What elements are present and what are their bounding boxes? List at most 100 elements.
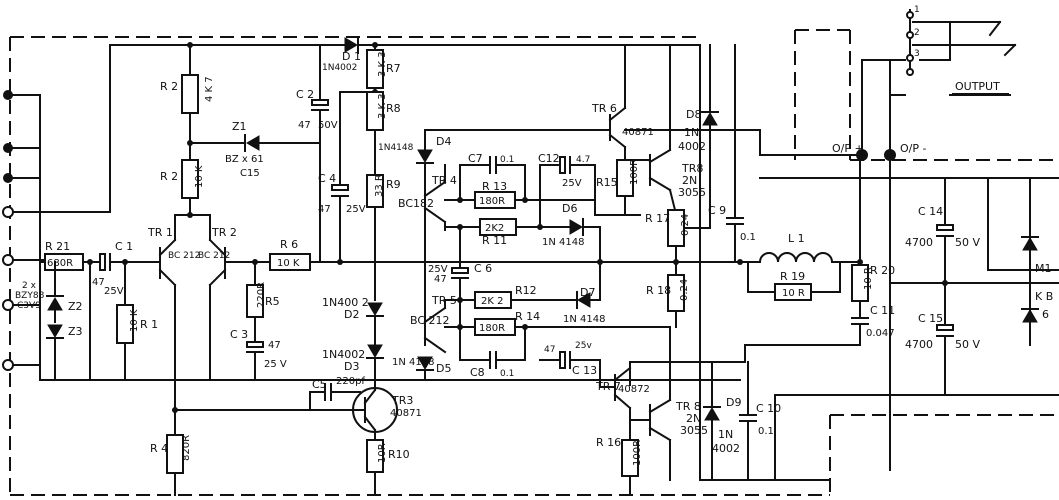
label-c11-value: 0.047 xyxy=(866,328,895,339)
label-d4: D4 xyxy=(436,135,451,148)
label-tr3: TR3 xyxy=(391,394,413,407)
label-r13-value: 180R xyxy=(479,196,505,207)
label-c10-value: 0.1 xyxy=(758,426,774,437)
label-c10: C 10 xyxy=(756,402,781,415)
zener-z1 xyxy=(189,134,321,152)
label-c15-value: 4700 xyxy=(905,338,933,351)
label-c2-value: 47 xyxy=(298,120,311,131)
label-pin-2: 2 xyxy=(914,28,920,38)
label-c14-voltage: 50 V xyxy=(955,236,980,249)
label-c4-voltage: 25V xyxy=(346,204,366,215)
label-r12-value: 2K 2 xyxy=(481,296,503,307)
label-c8: C8 xyxy=(470,366,485,379)
label-c5-value: 220pf xyxy=(336,376,365,387)
label-r11-value: 2K2 xyxy=(485,223,504,234)
transistor-tr8a xyxy=(648,44,677,212)
label-r2a: R 2 xyxy=(160,80,178,93)
label-c11: C 11 xyxy=(870,304,895,317)
label-c14-value: 4700 xyxy=(905,236,933,249)
label-d7-type: 1N 4148 xyxy=(563,314,605,325)
label-r7-value: 3 K 3 xyxy=(377,51,388,77)
label-tr2-type: BC 212 xyxy=(198,251,230,261)
label-c2-voltage: 50V xyxy=(318,120,338,131)
label-r4-value: 820R xyxy=(181,435,192,461)
diode-d6 xyxy=(569,218,601,236)
label-d2-type: 1N400 2 xyxy=(322,296,369,309)
label-tr6: TR 6 xyxy=(591,102,617,115)
lower-rail xyxy=(629,344,1059,481)
label-op-minus: O/P - xyxy=(900,142,926,155)
label-z1: Z1 xyxy=(232,120,247,133)
label-c13-voltage: 25v xyxy=(575,341,592,351)
capacitor-c9 xyxy=(726,44,744,265)
label-r20: R 20 xyxy=(870,264,895,277)
label-tr1-type: BC 212 xyxy=(168,251,200,261)
board-outline xyxy=(9,29,1055,496)
label-c1: C 1 xyxy=(115,240,133,253)
transistor-tr5 xyxy=(423,299,447,354)
capacitor-c6 xyxy=(451,226,469,326)
transistor-tr8b xyxy=(648,326,672,481)
label-r2b-value: 10 K xyxy=(194,165,205,188)
label-c4: C 4 xyxy=(318,172,336,185)
resistor-r19 xyxy=(747,261,841,301)
label-r17-value: 0.24 xyxy=(680,214,691,236)
resistor-r2b xyxy=(174,159,211,218)
label-r15-value: 100R xyxy=(629,159,640,185)
diode-d5 xyxy=(416,356,434,381)
label-d3-type: 1N4002 xyxy=(322,348,365,361)
label-r21-value: 680R xyxy=(47,258,73,269)
label-r2b: R 2 xyxy=(160,170,178,183)
label-tr4: TR 4 xyxy=(431,174,457,187)
label-c1-value: 47 xyxy=(92,277,105,288)
label-r19-value: 10 R xyxy=(782,288,805,299)
label-tr1: TR 1 xyxy=(147,226,173,239)
label-c2: C 2 xyxy=(296,88,314,101)
label-tr5: TR 5 xyxy=(431,294,457,307)
label-c6: C 6 xyxy=(474,262,492,275)
capacitor-c13 xyxy=(539,351,601,369)
resistor-r8 xyxy=(366,91,384,176)
label-r16: R 16 xyxy=(596,436,621,449)
resistor-r20 xyxy=(744,154,869,346)
label-r13: R 13 xyxy=(482,180,507,193)
zener-z2-z3 xyxy=(46,261,91,381)
resistor-r16 xyxy=(621,419,651,496)
resistor-r17 xyxy=(667,209,685,276)
label-tr7-type: 40872 xyxy=(618,384,650,395)
label-c4-value: 47 xyxy=(318,204,331,215)
capacitor-c5 xyxy=(309,383,361,411)
label-c9: C 9 xyxy=(708,204,726,217)
label-tr8a-type: 2N xyxy=(682,174,697,187)
transistor-tr3 xyxy=(349,379,398,441)
label-l1: L 1 xyxy=(788,232,805,245)
label-tr2: TR 2 xyxy=(211,226,237,239)
rectifier-edge xyxy=(987,177,1059,346)
label-d7: D7 xyxy=(580,286,595,299)
label-r1-value: 10 K xyxy=(129,309,140,332)
capacitor-c1 xyxy=(99,253,131,271)
label-op-plus: O/P + xyxy=(832,142,864,155)
capacitor-c3 xyxy=(246,341,264,381)
label-d6: D6 xyxy=(562,202,577,215)
label-r9: R9 xyxy=(386,178,401,191)
label-r18-value: 0.24 xyxy=(679,279,690,301)
resistor-r13 xyxy=(444,191,596,209)
label-r14: R 14 xyxy=(515,310,540,323)
diode-d1 xyxy=(187,36,378,54)
label-zener-note-1: 2 x xyxy=(22,281,37,291)
diode-d9 xyxy=(703,361,721,481)
label-r12: R12 xyxy=(515,284,537,297)
label-edge-3: 6 xyxy=(1042,308,1049,321)
label-c3: C 3 xyxy=(230,328,248,341)
label-edge-2: K B xyxy=(1035,290,1053,303)
label-c12: C12 xyxy=(538,152,560,165)
label-tr5-type: BC 212 xyxy=(410,314,450,327)
label-c9-value: 0.1 xyxy=(740,232,756,243)
label-d4-type: 1N4148 xyxy=(378,143,414,153)
label-c3-value: 47 xyxy=(268,340,281,351)
label-r6: R 6 xyxy=(280,238,298,251)
label-tr8b: TR 8 xyxy=(675,400,701,413)
resistor-r11 xyxy=(444,218,571,236)
